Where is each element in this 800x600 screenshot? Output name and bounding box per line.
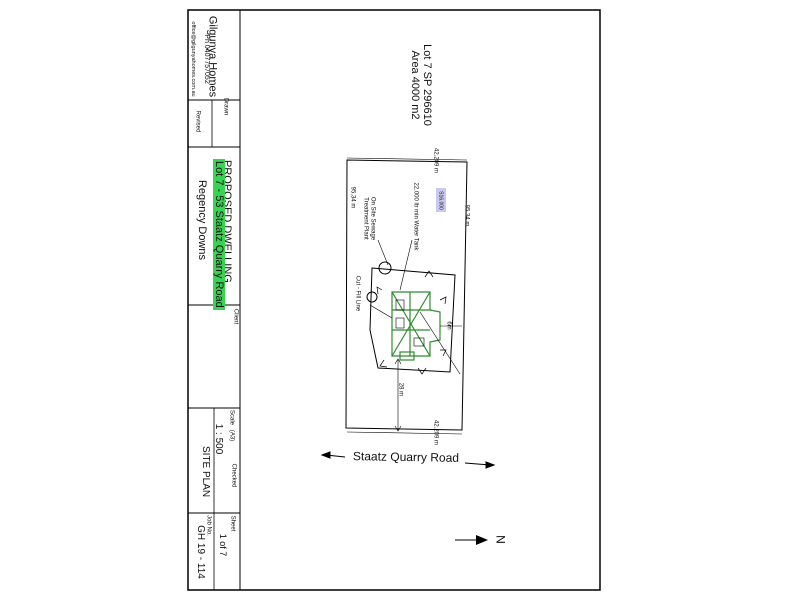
tag-label: S16.000: [437, 191, 444, 210]
project-address: Lot 7 - 53 Staatz Quarry Road: [213, 159, 225, 310]
company-phone: Ph 0407757052: [203, 34, 210, 84]
scale-label: Scale: [228, 409, 235, 425]
lot-label: Lot 7 SP 296610: [421, 44, 433, 126]
sheet-title: SITE PLAN: [200, 446, 211, 498]
dwelling-footprint: [391, 291, 441, 361]
lot-boundary: [345, 159, 468, 431]
setback-side: 6m: [445, 321, 452, 330]
setback-front: 28 m: [397, 382, 404, 397]
dim-left: 95.34 m: [349, 186, 356, 209]
client-label: Client: [232, 308, 239, 325]
project-address-text: Lot 7 - 53 Staatz Quarry Road: [213, 159, 225, 310]
tag-box: [436, 188, 446, 212]
dim-top: 42.209 m: [432, 147, 439, 174]
cut-fill-outline: [369, 267, 456, 373]
road-direction-arrows: [320, 451, 496, 469]
north-arrow: [455, 535, 488, 545]
checked-label: Checked: [230, 463, 237, 488]
job-value: GH 19 - 114: [195, 525, 206, 579]
water-tank-symbol: [378, 261, 392, 275]
water-tank-label: 22,000 ltr min Water Tank: [412, 182, 419, 251]
area-label: Area 4000 m2: [409, 50, 421, 120]
sheet-value: 1 of 7: [218, 533, 228, 557]
north-label: N: [493, 535, 508, 544]
dim-right: 95.34 m: [463, 204, 470, 227]
scale-value: 1 : 500: [213, 423, 224, 455]
cut-fill-label: Cut - Fill Line: [354, 275, 361, 312]
project-locality: Regency Downs: [196, 179, 208, 261]
sheet-border: [187, 9, 601, 591]
revised-label: Revised: [194, 110, 201, 133]
company-email: office@gilgunyahomes.com.au: [190, 21, 196, 97]
treatment-plant-label: On Site Sewage Treatment Plant: [362, 196, 376, 241]
scale-paper: (A3): [228, 429, 235, 442]
sheet-label: Sheet: [229, 515, 236, 532]
drawn-label: Drawn: [222, 97, 229, 116]
dim-bottom: 42.209 m: [432, 419, 439, 446]
treatment-plant-symbol: [366, 291, 378, 303]
road-label: Staatz Quarry Road: [352, 449, 460, 465]
